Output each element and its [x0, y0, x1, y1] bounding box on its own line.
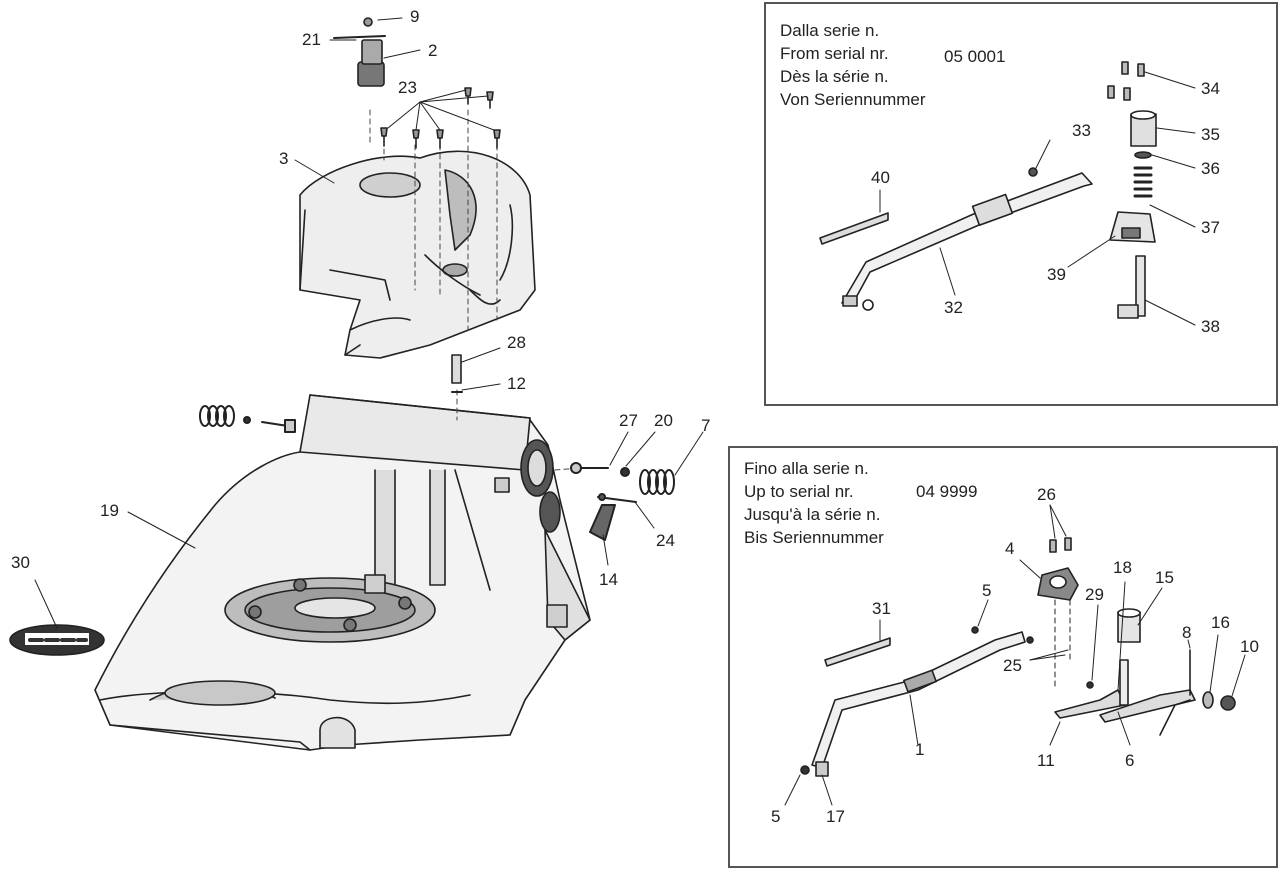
callout-12: 12 — [507, 374, 526, 393]
from-serial-number: 05 0001 — [944, 47, 1006, 66]
from-line-fr: Dès la série n. — [780, 67, 889, 86]
callout-37: 37 — [1201, 218, 1220, 237]
callout-15: 15 — [1155, 568, 1174, 587]
callout-9: 9 — [410, 7, 420, 26]
callout-2: 2 — [428, 41, 438, 60]
upto-line-it: Fino alla serie n. — [744, 459, 869, 478]
callout-3: 3 — [279, 149, 289, 168]
callout-21: 21 — [302, 30, 321, 49]
from-line-de: Von Seriennummer — [780, 90, 926, 109]
callout-14: 14 — [599, 570, 618, 589]
callout-7: 7 — [701, 416, 711, 435]
callout-36: 36 — [1201, 159, 1220, 178]
callout-40: 40 — [871, 168, 890, 187]
callout-28: 28 — [507, 333, 526, 352]
callout-30: 30 — [11, 553, 30, 572]
callout-34: 34 — [1201, 79, 1220, 98]
mower-deck — [94, 394, 591, 751]
callout-4: 4 — [1005, 539, 1015, 558]
callout-6: 6 — [1125, 751, 1135, 770]
callout-25: 25 — [1003, 656, 1022, 675]
from-serial-box: Dalla serie n. From serial nr. Dès la sé… — [764, 2, 1278, 406]
callout-24: 24 — [656, 531, 675, 550]
callout-11: 11 — [1037, 751, 1055, 770]
upto-line-en: Up to serial nr. — [744, 482, 854, 501]
callout-16: 16 — [1211, 613, 1230, 632]
callout-10: 10 — [1240, 637, 1259, 656]
callout-18: 18 — [1113, 558, 1132, 577]
callout-17: 17 — [826, 807, 845, 826]
upto-serial-number: 04 9999 — [916, 482, 978, 501]
callout-23: 23 — [398, 78, 417, 97]
upto-serial-box: Fino alla serie n. Up to serial nr. Jusq… — [728, 446, 1278, 868]
callout-26: 26 — [1037, 485, 1056, 504]
decal — [9, 624, 105, 656]
callout-35: 35 — [1201, 125, 1220, 144]
callout-5-top: 5 — [982, 581, 992, 600]
callout-20: 20 — [654, 411, 673, 430]
callout-27: 27 — [619, 411, 638, 430]
upto-line-de: Bis Seriennummer — [744, 528, 884, 547]
callout-33: 33 — [1072, 121, 1091, 140]
callout-38: 38 — [1201, 317, 1220, 336]
callout-19: 19 — [100, 501, 119, 520]
from-line-it: Dalla serie n. — [780, 21, 880, 40]
height-knob — [333, 17, 386, 87]
upto-line-fr: Jusqu'à la série n. — [744, 505, 881, 524]
callout-8: 8 — [1182, 623, 1192, 642]
from-line-en: From serial nr. — [780, 44, 889, 63]
callout-1: 1 — [915, 740, 925, 759]
callout-29: 29 — [1085, 585, 1104, 604]
callout-32: 32 — [944, 298, 963, 317]
callout-31: 31 — [872, 599, 891, 618]
callout-5-bottom: 5 — [771, 807, 781, 826]
callout-39: 39 — [1047, 265, 1066, 284]
upper-hood — [299, 150, 536, 359]
